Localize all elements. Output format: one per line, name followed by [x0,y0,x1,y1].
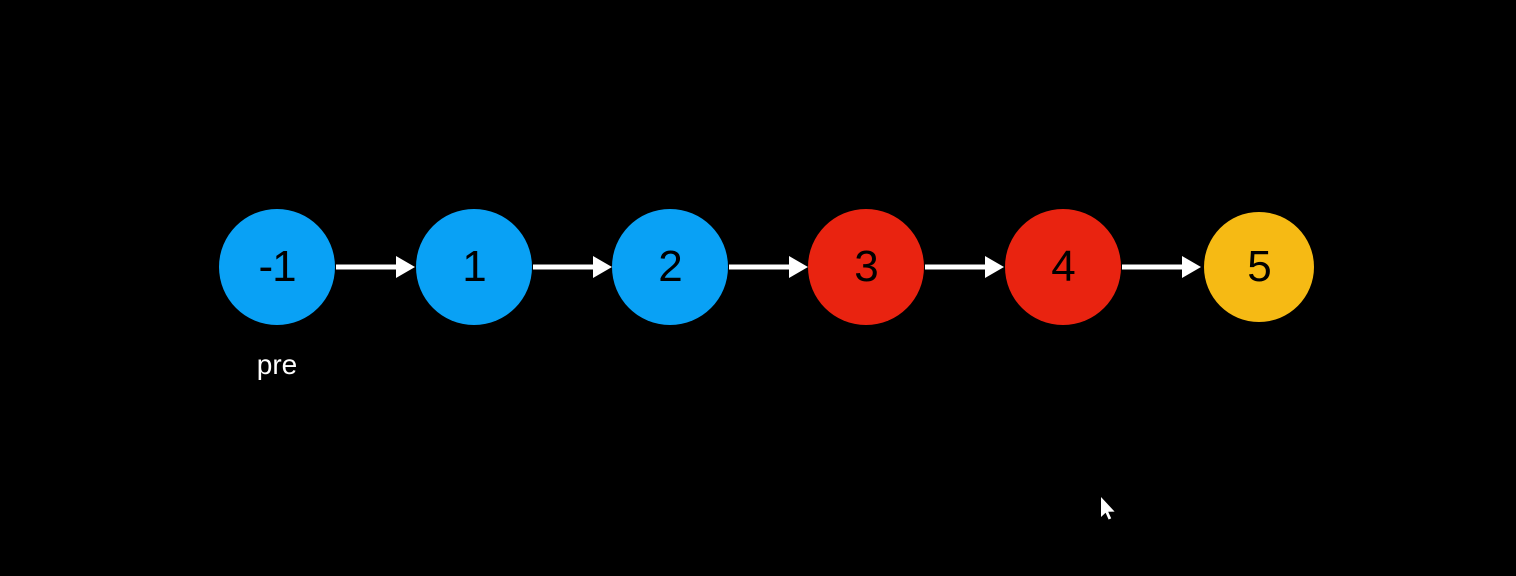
node-value: 1 [462,242,487,291]
mouse-cursor-icon [1101,497,1115,520]
arrow-icon [729,256,808,278]
list-node-4: 4 [1005,209,1121,325]
arrow-icon [533,256,612,278]
arrow-icon [925,256,1004,278]
pre-pointer-label: pre [256,349,298,380]
list-node-5: 5 [1204,212,1314,322]
arrow-icon [336,256,415,278]
node-value: 3 [854,242,879,291]
list-node-2: 2 [612,209,728,325]
list-node-3: 3 [808,209,924,325]
node-value: -1 [258,242,296,291]
node-value: 5 [1247,242,1272,291]
node-value: 2 [658,242,683,291]
list-node-1: 1 [416,209,532,325]
arrow-icon [1122,256,1201,278]
node-value: 4 [1051,242,1076,291]
list-node-pre: -1 [219,209,335,325]
